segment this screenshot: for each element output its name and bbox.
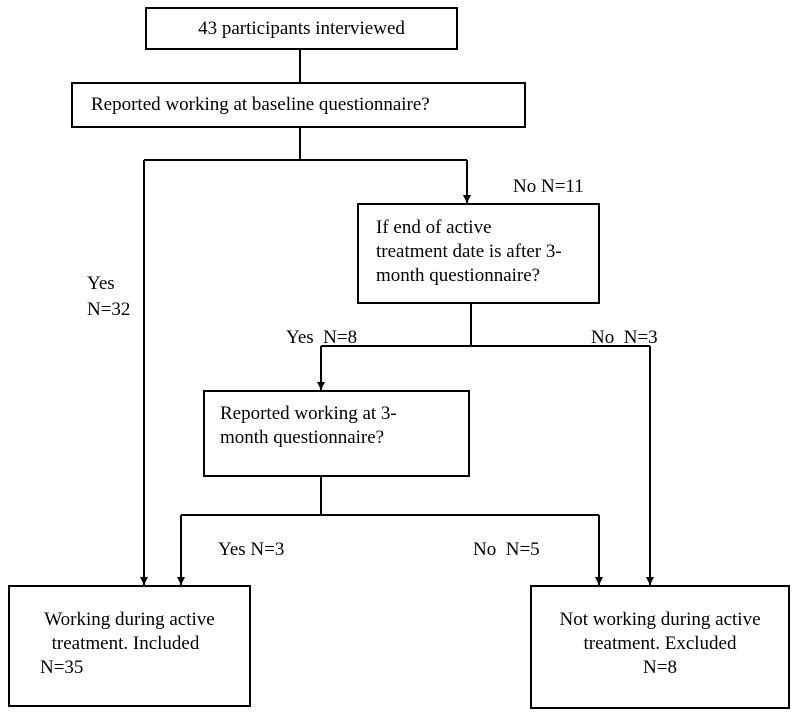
treatment-question-line-3: month questionnaire? <box>376 265 541 286</box>
label-baseline-yes-word: Yes <box>87 273 115 294</box>
three-month-question-line-1: Reported working at 3- <box>220 403 397 424</box>
treatment-question-line-2: treatment date is after 3- <box>376 241 562 262</box>
included-line-1: Working during active <box>44 609 215 630</box>
label-three-month-no: No N=5 <box>473 539 540 560</box>
three-month-question-box: Reported working at 3- month questionnai… <box>203 390 470 477</box>
label-baseline-no: No N=11 <box>513 176 584 197</box>
label-treatment-no: No N=3 <box>591 327 658 348</box>
excluded-line-2: treatment. Excluded <box>583 633 737 654</box>
label-treatment-yes: Yes N=8 <box>286 327 358 348</box>
baseline-question-text: Reported working at baseline questionnai… <box>91 94 430 115</box>
treatment-question-box: If end of active treatment date is after… <box>357 203 600 304</box>
participants-text: 43 participants interviewed <box>198 17 405 39</box>
excluded-count: N=8 <box>643 657 677 678</box>
excluded-box: Not working during active treatment. Exc… <box>530 585 790 709</box>
included-box: Working during active treatment. Include… <box>8 585 251 707</box>
excluded-line-1: Not working during active <box>559 609 761 630</box>
label-baseline-yes-count: N=32 <box>87 299 131 320</box>
label-three-month-yes: Yes N=3 <box>218 539 285 560</box>
treatment-question-line-1: If end of active <box>376 217 492 238</box>
baseline-question-box: Reported working at baseline questionnai… <box>71 82 526 128</box>
three-month-question-line-2: month questionnaire? <box>220 427 385 448</box>
included-count: N=35 <box>40 657 84 678</box>
included-line-2: treatment. Included <box>51 633 200 654</box>
participants-box: 43 participants interviewed <box>145 7 458 50</box>
label-baseline-yes: Yes N=32 <box>87 272 130 322</box>
